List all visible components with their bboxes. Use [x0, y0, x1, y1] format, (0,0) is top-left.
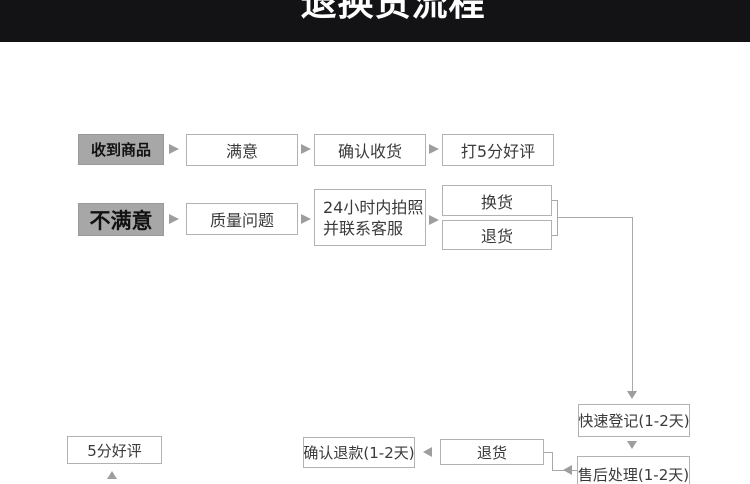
arrow-right-icon	[301, 214, 311, 224]
node-aftersale-process: 售后处理(1-2天)	[577, 456, 690, 484]
node-confirm-refund: 确认退款(1-2天)	[303, 437, 415, 468]
node-unsatisfied: 不满意	[78, 203, 164, 236]
photo-line-1: 24小时内拍照	[323, 197, 424, 217]
node-exchange-goods: 换货	[442, 185, 552, 216]
page-title: 退换货流程	[300, 0, 486, 24]
arrow-right-icon	[429, 144, 439, 154]
node-satisfied: 满意	[186, 134, 298, 166]
photo-line-2: 并联系客服	[323, 218, 404, 238]
node-quick-register: 快速登记(1-2天)	[578, 404, 690, 437]
connector-line	[552, 200, 558, 201]
node-return-goods-bottom: 退货	[440, 439, 544, 465]
node-confirm-receipt: 确认收货	[314, 134, 426, 166]
connector-line	[557, 200, 558, 236]
arrow-right-icon	[429, 215, 439, 225]
connector-line	[544, 452, 553, 453]
arrow-down-icon	[627, 441, 637, 449]
node-give-5star-review: 打5分好评	[442, 134, 554, 166]
arrow-up-icon	[107, 471, 117, 479]
arrow-right-icon	[301, 144, 311, 154]
node-5star-review: 5分好评	[67, 436, 162, 464]
connector-line	[632, 217, 633, 391]
connector-line	[557, 217, 633, 218]
title-bar: 退换货流程	[0, 0, 750, 42]
arrow-right-icon	[169, 214, 179, 224]
connector-line	[552, 452, 553, 471]
arrow-left-icon	[423, 447, 432, 457]
node-quality-issue: 质量问题	[186, 203, 298, 235]
connector-line	[552, 235, 558, 236]
arrow-left-icon	[563, 465, 572, 475]
node-return-goods-top: 退货	[442, 220, 552, 250]
arrow-right-icon	[169, 144, 179, 154]
node-photo-contact-service: 24小时内拍照 并联系客服	[314, 189, 426, 246]
arrow-down-icon	[627, 391, 637, 399]
node-received-goods: 收到商品	[78, 134, 164, 165]
